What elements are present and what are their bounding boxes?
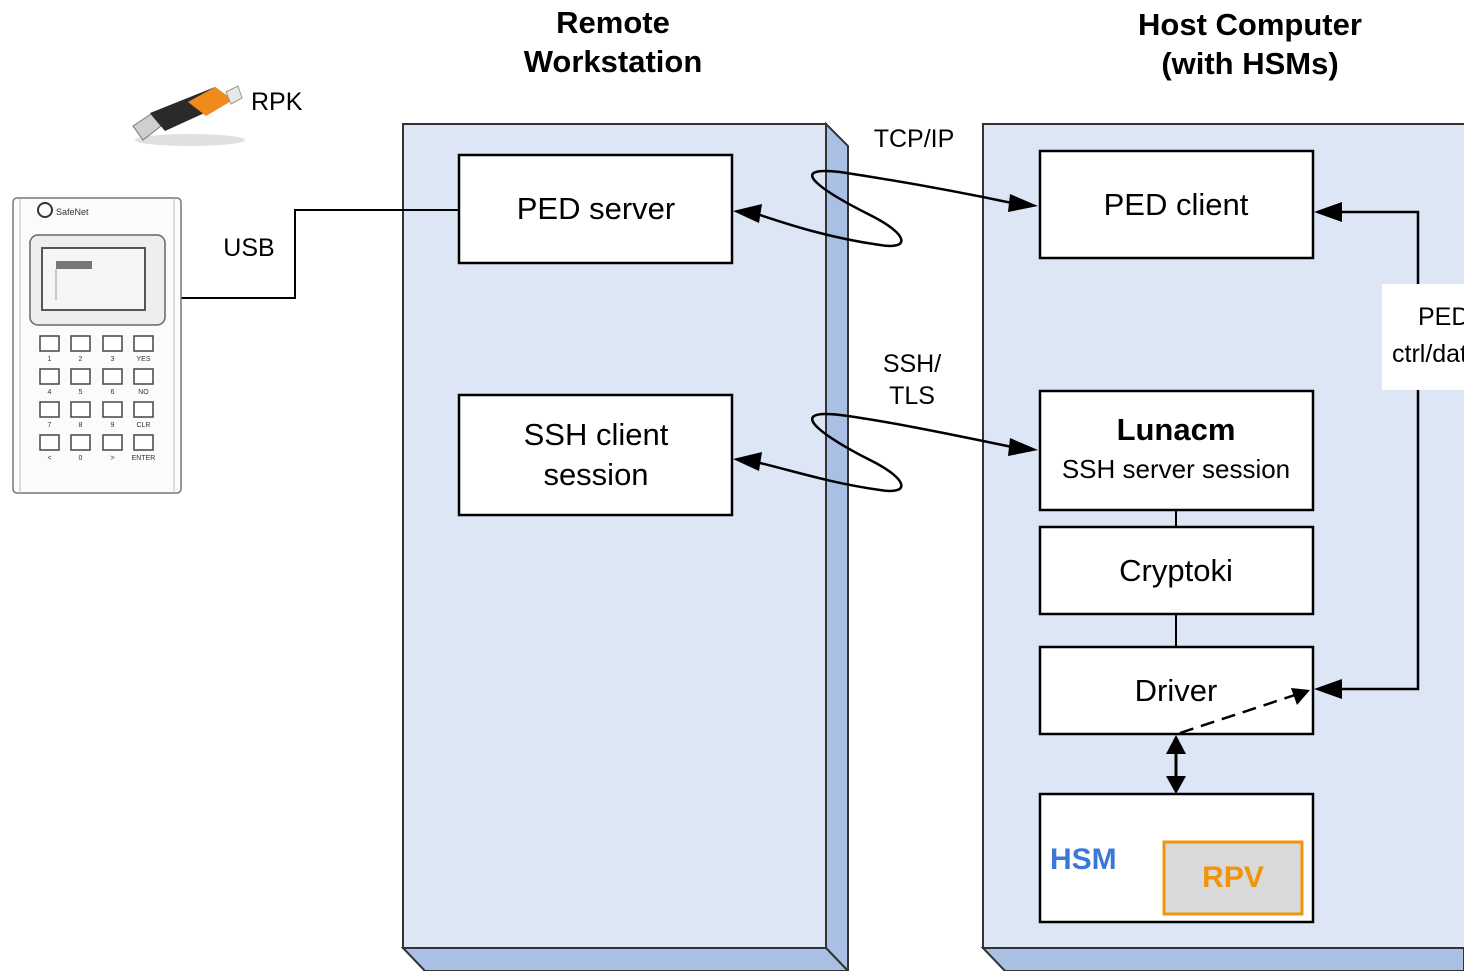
ped-key-label: 8 (79, 422, 83, 429)
host-panel-bottom (980, 947, 1464, 971)
driver-dashed-arrow-line (1179, 693, 1296, 735)
host-title-line1: Host Computer (1138, 7, 1362, 42)
ped-key-label: CLR (136, 422, 150, 429)
ped-client-arrowhead (1314, 202, 1342, 222)
ssh-tls-label-line1: SSH/ (883, 350, 941, 378)
ped-client-label: PED client (1104, 187, 1249, 222)
ped-ctrl-label-bg (1382, 284, 1464, 390)
ped-key-label: 3 (111, 356, 115, 363)
remote-title-line1: Remote (556, 5, 670, 40)
ped-client-box: PED client (1038, 149, 1315, 260)
ped-server-box: PED server (457, 153, 734, 265)
lunacm-box: Lunacm SSH server session (1038, 389, 1315, 512)
cryptoki-label: Cryptoki (1119, 553, 1233, 588)
ped-key (39, 434, 60, 451)
ped-ctrl-label-line2: ctrl/data (1392, 340, 1464, 368)
remote-panel-side (825, 121, 849, 971)
remote-panel-bottom (400, 947, 850, 971)
lunacm-label: Lunacm (1117, 412, 1236, 447)
rpv-box (1162, 840, 1304, 916)
ped-key (39, 401, 60, 418)
rpk-label: RPK (251, 88, 303, 116)
ped-key (70, 335, 91, 352)
ssh-client-label-line1: SSH client (524, 417, 669, 452)
ped-device-icon: SafeNet 1 2 3 YES 4 5 6 NO 7 8 9 CLR <0 > ENTER (12, 197, 182, 494)
host-title-line2: (with HSMs) (1161, 46, 1338, 81)
ped-server-label: PED server (517, 191, 675, 226)
ped-key-label: 7 (48, 422, 52, 429)
ped-key-label: 4 (48, 389, 52, 396)
hsm-box: HSM RPV (1038, 792, 1315, 924)
ssh-client-box: SSH client session (457, 393, 734, 517)
ped-key-label: 5 (79, 389, 83, 396)
ped-key (102, 401, 123, 418)
safenet-logo-icon (37, 202, 53, 218)
ped-key (70, 401, 91, 418)
ped-keypad: 1 2 3 YES 4 5 6 NO 7 8 9 CLR <0 > ENTER (39, 335, 156, 462)
driver-label: Driver (1135, 673, 1218, 708)
rpk-usb-key-icon (132, 85, 245, 146)
driver-box: Driver (1038, 645, 1315, 736)
ssh-arrowhead-right (1008, 438, 1038, 456)
ped-key (102, 368, 123, 385)
ped-key-label: ENTER (132, 455, 156, 462)
ped-key (133, 434, 154, 451)
ped-key (102, 434, 123, 451)
ped-key (133, 401, 154, 418)
hsm-label: HSM (1050, 843, 1117, 876)
ped-key (70, 434, 91, 451)
driver-arrowhead (1314, 679, 1342, 699)
ped-key (102, 335, 123, 352)
tcpip-arrowhead-left (733, 204, 762, 223)
tcpip-arrowhead-right (1008, 194, 1038, 212)
cryptoki-box: Cryptoki (1038, 525, 1315, 616)
ssh-tls-link (759, 412, 1013, 493)
tcpip-link (759, 169, 1013, 248)
ped-key-label: YES (136, 356, 150, 363)
driver-hsm-arrow-up (1166, 735, 1186, 754)
ped-key (39, 335, 60, 352)
usb-label: USB (223, 234, 274, 262)
rpv-label: RPV (1202, 861, 1264, 894)
ped-key-label: < (47, 455, 51, 462)
driver-hsm-arrow-down (1166, 776, 1186, 794)
ssh-tls-label-line2: TLS (889, 382, 935, 410)
ssh-client-label-line2: session (543, 457, 648, 492)
ped-key (133, 335, 154, 352)
ped-key-label: > (110, 455, 114, 462)
ped-ctrl-data-loop (1320, 210, 1420, 691)
tcpip-label: TCP/IP (874, 125, 955, 153)
ped-key (133, 368, 154, 385)
ped-key-label: 6 (111, 389, 115, 396)
ped-key-label: 2 (79, 356, 83, 363)
driver-dashed-arrowhead (1291, 688, 1310, 705)
remote-title-line2: Workstation (524, 44, 703, 79)
usb-cable (178, 209, 459, 299)
ped-key (39, 368, 60, 385)
ped-key-label: 0 (79, 455, 83, 462)
ssh-arrowhead-left (733, 452, 762, 471)
ped-key (70, 368, 91, 385)
ped-ctrl-label-line1: PED (1418, 303, 1464, 331)
ssh-server-session-label: SSH server session (1062, 454, 1290, 484)
ped-brand: SafeNet (56, 207, 89, 217)
ped-key-label: NO (138, 389, 149, 396)
ped-key-label: 9 (111, 422, 115, 429)
ped-key-label: 1 (48, 356, 52, 363)
